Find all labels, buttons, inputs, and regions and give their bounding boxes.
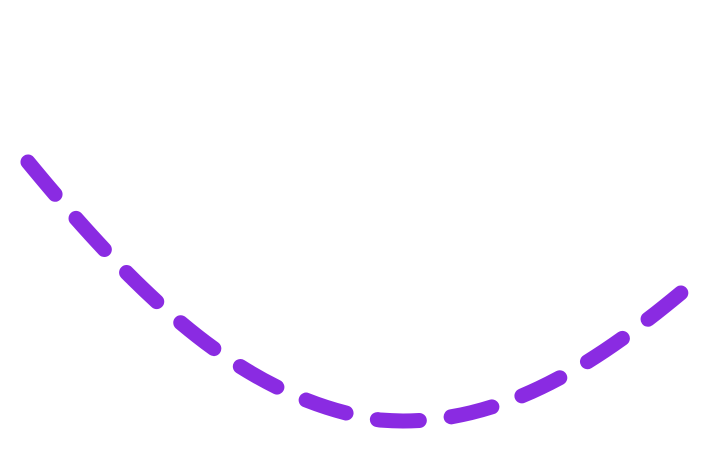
dashed-purple-curve [20, 154, 690, 429]
